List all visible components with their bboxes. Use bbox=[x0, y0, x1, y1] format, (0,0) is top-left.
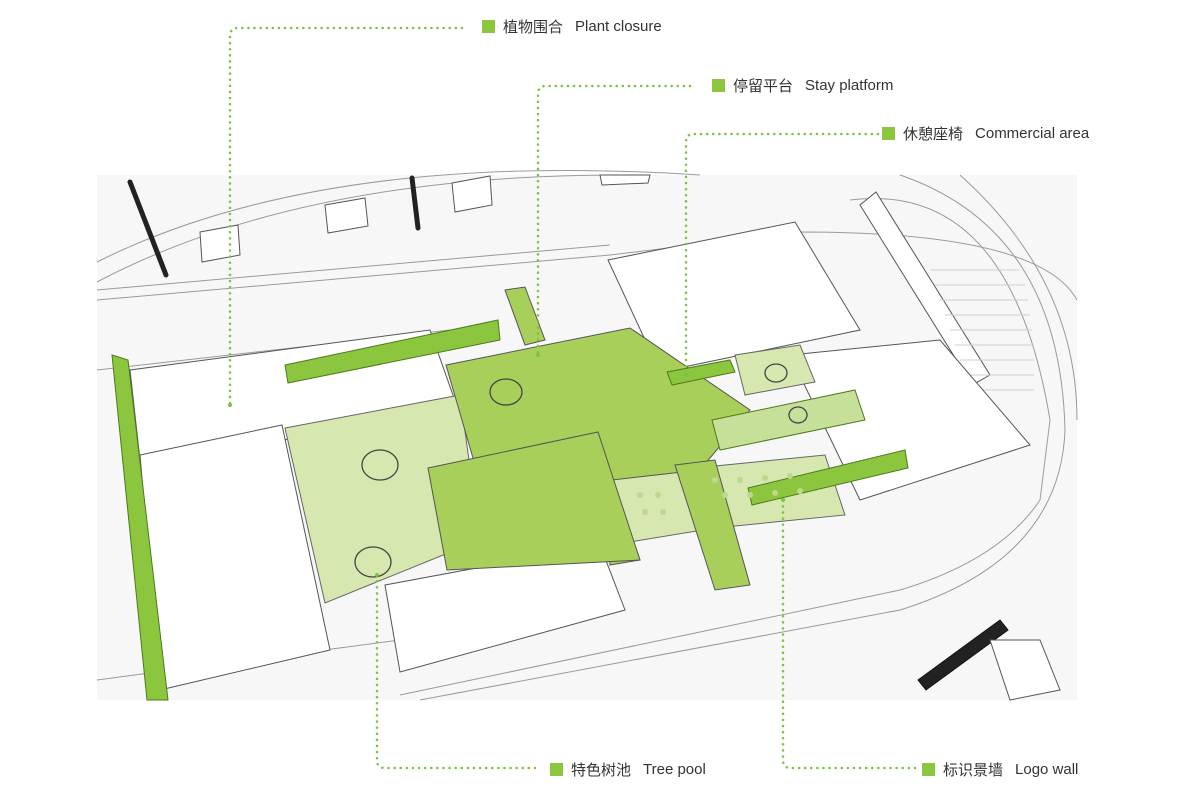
callout-label-en: Stay platform bbox=[805, 77, 894, 94]
tree-pool-circles bbox=[354, 363, 808, 578]
callout-label-en: Tree pool bbox=[643, 761, 706, 778]
stair-hatch bbox=[930, 269, 1034, 391]
legend-swatch bbox=[482, 20, 495, 33]
planter-dots bbox=[637, 473, 803, 515]
leader-lines bbox=[228, 26, 917, 770]
logo-and-wall-elements bbox=[111, 319, 909, 701]
context-objects bbox=[199, 174, 651, 263]
leader-end-dots bbox=[228, 353, 785, 577]
callout-plant-closure: 植物围合 Plant closure bbox=[482, 16, 662, 37]
callout-label-en: Plant closure bbox=[575, 18, 662, 35]
callout-label-zh: 停留平台 bbox=[733, 78, 794, 95]
lamp-posts bbox=[127, 175, 421, 278]
callout-label-zh: 特色树池 bbox=[571, 762, 632, 779]
leader-rest-seating bbox=[684, 132, 880, 377]
callout-label-zh: 标识景墙 bbox=[943, 762, 1004, 779]
legend-swatch bbox=[712, 79, 725, 92]
callout-stay-platform: 停留平台 Stay platform bbox=[712, 75, 893, 96]
callout-label-en: Commercial area bbox=[975, 125, 1090, 142]
callout-tree-pool: 特色树池 Tree pool bbox=[550, 759, 706, 780]
sign-base bbox=[989, 639, 1061, 701]
callout-label-zh: 植物围合 bbox=[503, 19, 564, 36]
callout-label-zh: 休憩座椅 bbox=[903, 126, 964, 143]
callout-logo-wall: 标识景墙 Logo wall bbox=[922, 759, 1078, 780]
callout-label-en: Logo wall bbox=[1015, 761, 1079, 778]
legend-swatch bbox=[882, 127, 895, 140]
legend-swatch bbox=[550, 763, 563, 776]
callout-rest-seating: 休憩座椅 Commercial area bbox=[882, 123, 1089, 144]
sign-bench bbox=[917, 619, 1009, 691]
main-plaza bbox=[427, 286, 751, 591]
legend-swatch bbox=[922, 763, 935, 776]
